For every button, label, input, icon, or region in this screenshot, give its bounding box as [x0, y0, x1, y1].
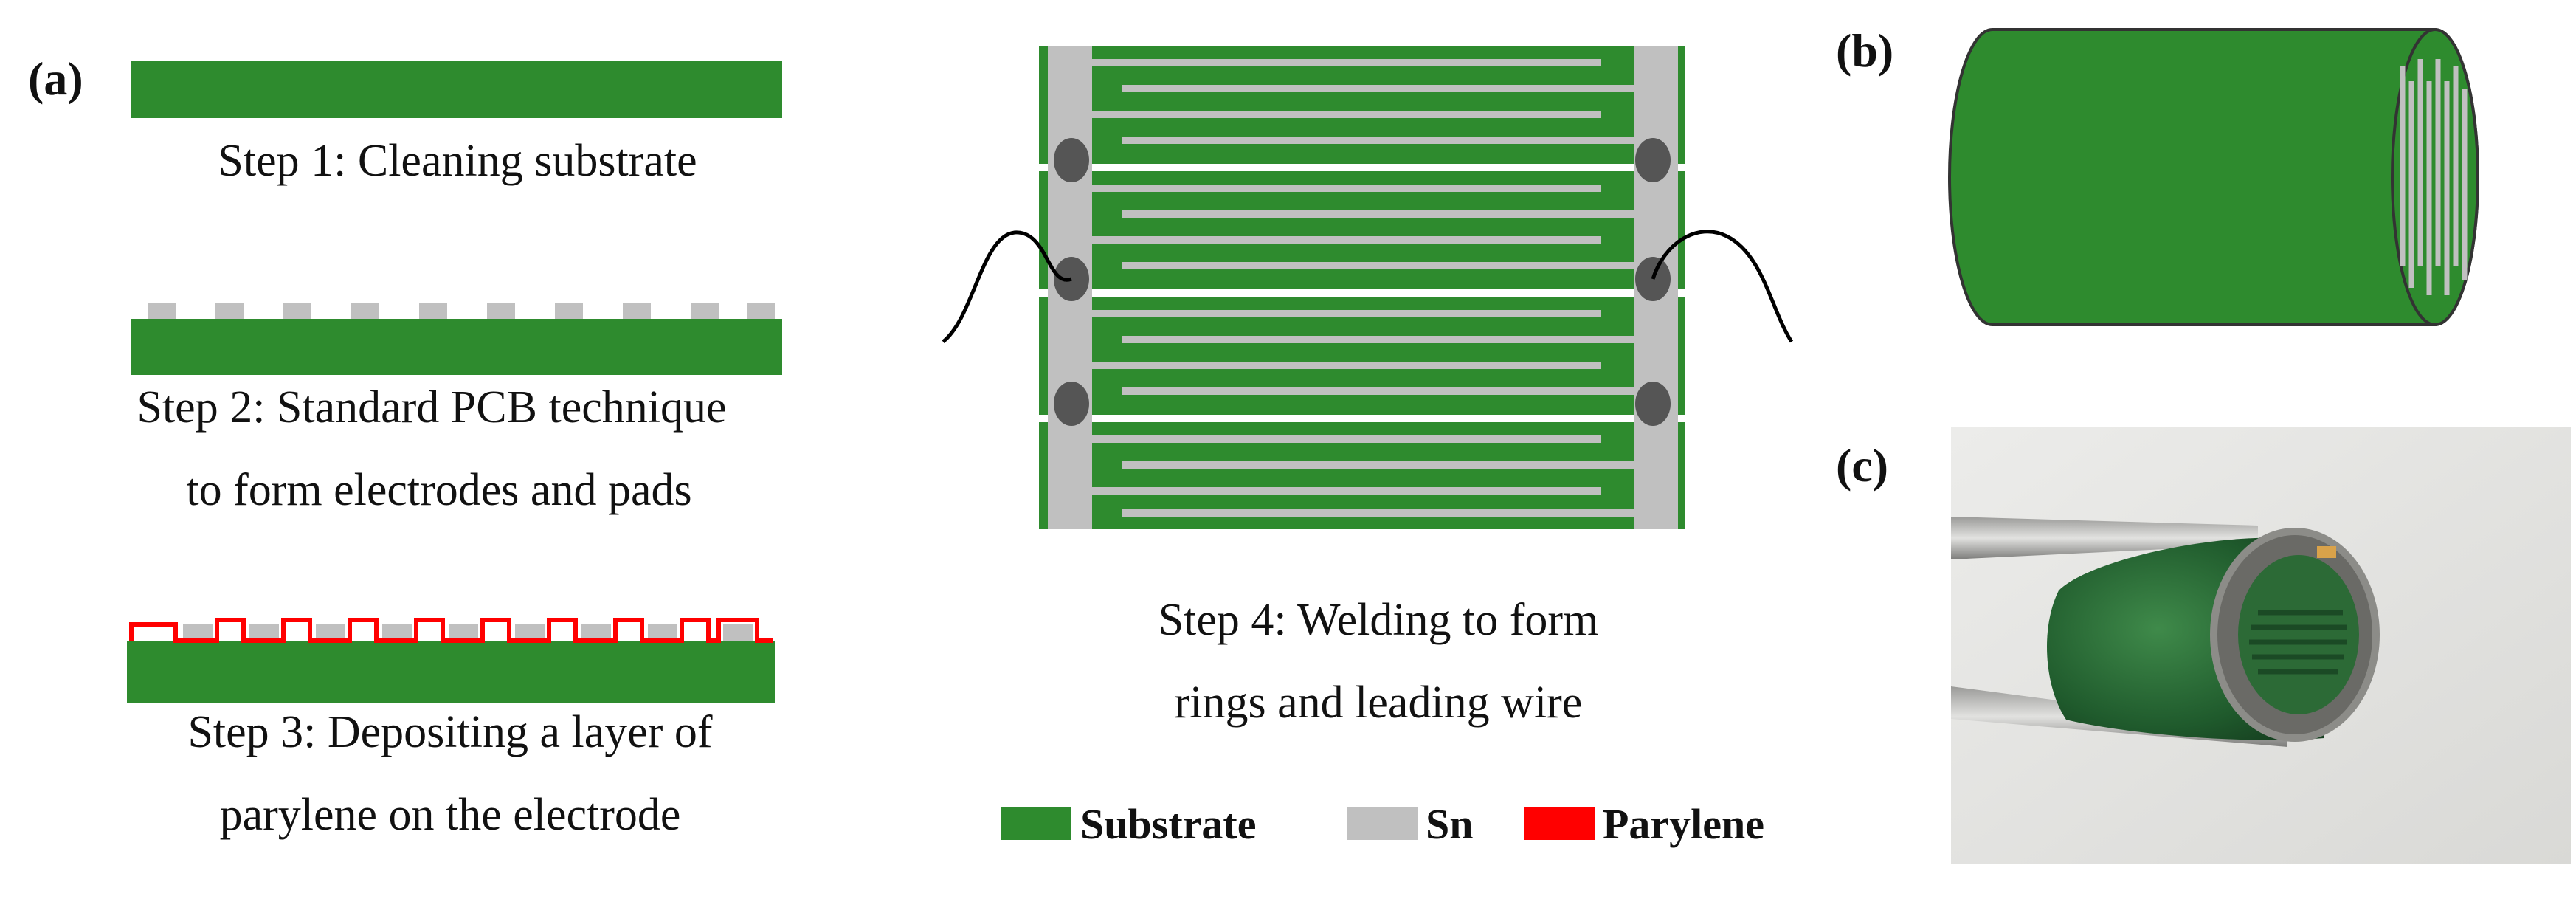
step3-electrodes [183, 624, 753, 641]
sensor-photo [1951, 427, 2571, 864]
sensor-opening [2238, 555, 2359, 714]
step2-caption-line1: Step 2: Standard PCB technique [137, 382, 726, 433]
step2-caption-line2: to form electrodes and pads [186, 465, 691, 515]
panel-c-label: (c) [1836, 439, 1888, 492]
legend-label-parylene: Parylene [1603, 800, 1764, 848]
step1-caption: Step 1: Cleaning substrate [218, 136, 697, 186]
panel-a-label: (a) [28, 52, 83, 105]
cylinder-end-electrodes [2400, 59, 2468, 295]
step2-electrodes [148, 303, 775, 319]
legend-label-sn: Sn [1426, 800, 1474, 848]
sensor-inner-electrodes [2249, 610, 2347, 675]
cylinder-sensor-drawing [1948, 28, 2479, 326]
legend-swatch-substrate [1001, 807, 1071, 840]
step4-substrate-strips [1039, 46, 1685, 529]
step1-diagram [131, 61, 782, 118]
tweezer-upper-arm [1951, 517, 2258, 559]
step4-caption-line2: rings and leading wire [1175, 678, 1583, 728]
step3-caption-line1: Step 3: Depositing a layer of [187, 707, 712, 757]
step3-substrate [127, 641, 775, 703]
step2-substrate [131, 319, 782, 375]
step4-caption-line1: Step 4: Welding to form [1158, 595, 1599, 645]
step3-diagram [127, 618, 775, 703]
solder-pad-highlight [2317, 546, 2336, 558]
legend-swatch-parylene [1524, 807, 1595, 840]
legend-label-substrate: Substrate [1080, 800, 1256, 848]
step1-substrate [131, 61, 782, 118]
step4-electrode-fingers [1092, 59, 1634, 517]
step4-left-wire [942, 230, 1072, 343]
panel-b-label: (b) [1836, 24, 1893, 77]
step3-caption-line2: parylene on the electrode [220, 790, 681, 840]
step4-right-wire [1651, 230, 1794, 343]
legend: Substrate Sn Parylene [1001, 800, 1764, 848]
step2-diagram [131, 303, 782, 375]
step4-diagram [942, 46, 1794, 529]
step3-parylene-layer [129, 618, 773, 643]
step4-solder-joints [1054, 138, 1671, 426]
legend-swatch-sn [1347, 807, 1418, 840]
